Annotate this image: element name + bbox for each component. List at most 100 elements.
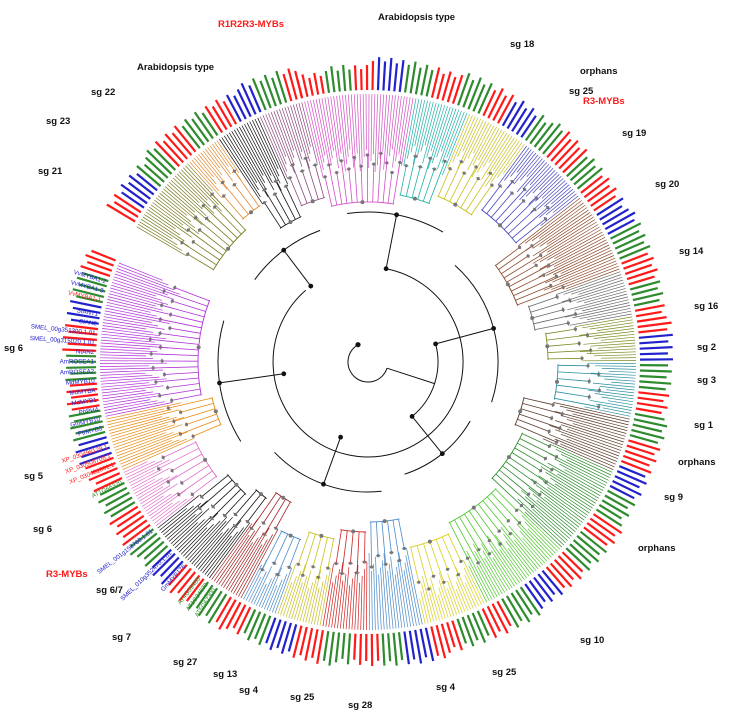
tip-branch [180,527,208,555]
group-branch [515,285,551,301]
tree-node [158,394,162,398]
tree-node [534,196,539,200]
tip-branch [447,580,460,615]
leaf-label-mark [341,632,346,659]
sg25-mid-label: sg 25 [290,692,315,703]
group-branch [274,193,291,223]
sg3-clade [553,362,637,417]
group-branch [193,241,220,261]
tree-node [180,241,184,245]
r3-myb-left-label: R3-MYBs [46,569,88,580]
leaf-label-mark [193,111,214,140]
tip-branch [257,117,289,185]
leaf-label-mark [565,547,591,571]
leaf-label-mark [425,69,434,97]
leaf-label-mark [85,456,114,470]
tip-branch [380,567,385,630]
tip-branch [157,195,192,222]
tip-branch [114,432,167,451]
tip-branch [414,100,426,147]
leaf-label-mark [78,283,106,293]
tree-node [404,164,408,168]
group-branch [468,510,490,541]
leaf-label-mark [529,122,547,145]
tip-branch [123,461,148,473]
group-branch [159,388,201,396]
tip-branch [281,107,303,168]
tree-node [321,481,326,487]
tree-node [323,175,327,179]
tip-branch [538,204,586,239]
tree-node [234,482,239,487]
leaf-label-mark [486,605,501,632]
tip-branch [579,348,636,352]
tree-node [177,492,181,497]
tip-branch [342,567,350,629]
tip-branch [181,169,222,212]
leaf-label-mark [506,100,525,130]
tip-branch [112,279,175,300]
tip-branch [176,516,212,551]
tip-branch [112,424,168,443]
group-branch [211,193,246,231]
leaf-label-mark [75,425,105,435]
group-branch [470,184,493,215]
tip-branch [276,109,295,159]
tip-branch [106,402,182,420]
leaf-label-mark [637,396,664,403]
group-branch [495,247,520,266]
leaf-label-mark [414,67,422,95]
tip-branch [472,125,495,166]
tree-node [335,171,339,175]
tip-branch [270,111,295,173]
group-branch [163,290,208,307]
leaf-label-mark [612,230,640,245]
leaf-name-label: SIANT1 [76,307,99,318]
tree-node [534,263,538,267]
group-branch [428,161,446,204]
tip-branch [480,543,511,590]
leaf-label-mark [601,499,630,517]
tip-branch [152,500,180,522]
leaf-label-layer: VvMYBA1-2VvMYBA1-3VvMYBA1-1SIANT1SIAN2SM… [30,57,674,667]
tip-branch [606,389,635,394]
sg20-clade [481,145,579,244]
tip-branch [467,121,487,159]
tip-branch [464,574,480,607]
tip-branch [172,522,198,547]
tip-branch [299,588,310,622]
tip-branch [103,316,159,327]
tip-branch [241,125,273,184]
group-branch [557,371,599,375]
tree-node [334,561,338,566]
leaf-label-mark [557,555,582,580]
tip-branch [594,365,637,367]
group-branch [464,513,490,554]
tip-branch [525,167,554,197]
tip-branch [111,416,185,440]
leaf-label-mark [471,612,487,644]
group-branch [532,309,564,319]
leaf-label-mark [65,377,97,382]
tip-branch [155,197,196,229]
group-branch [410,547,420,583]
group-branch [498,245,533,270]
sg9-label: sg 9 [664,492,683,503]
leaf-label-mark [66,354,97,358]
tip-branch [111,282,157,297]
leaf-label-mark [95,472,121,485]
tree-node [531,504,535,509]
leaf-label-mark [287,624,298,652]
tip-branch [524,521,556,554]
leaf-label-mark [136,165,162,187]
tree-node [351,529,356,534]
tree-node [585,333,590,337]
sg4-right-label: sg 4 [436,682,456,693]
tip-branch [397,559,409,628]
tip-branch [113,276,169,296]
tip-branch [205,148,221,169]
tip-branch [545,252,613,284]
tip-branch [131,467,170,489]
tip-branch [325,582,334,627]
tip-branch [269,579,283,612]
